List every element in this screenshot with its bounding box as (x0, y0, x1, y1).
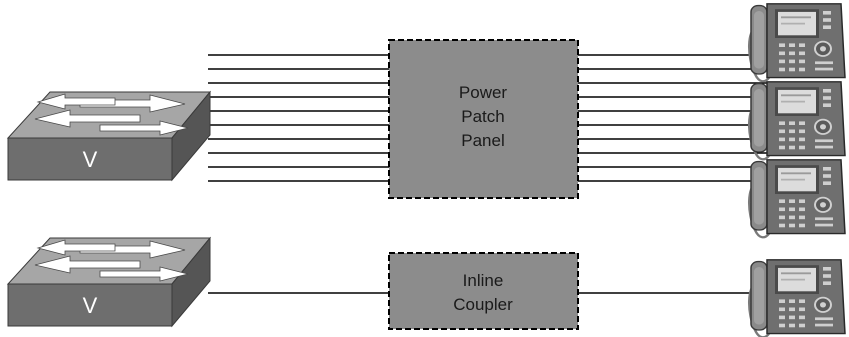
top-right-cable-bundle (578, 54, 770, 182)
power-patch-panel-line1: Power (459, 83, 508, 102)
ip-phone-icon (747, 2, 847, 83)
power-patch-panel-line2: Patch (461, 107, 504, 126)
power-patch-panel: Power Patch Panel (388, 39, 579, 199)
ip-phone-icon (747, 258, 847, 337)
switch-top-label: V (83, 147, 98, 172)
switch-icon: V (6, 236, 212, 328)
inline-coupler-line2: Coupler (453, 295, 513, 314)
inline-coupler: Inline Coupler (388, 252, 579, 330)
power-patch-panel-line3: Panel (461, 131, 504, 150)
switch-bottom-label: V (83, 293, 98, 318)
ip-phone-icon (747, 80, 847, 161)
top-left-cable-bundle (208, 54, 389, 182)
inline-coupler-line1: Inline (463, 271, 504, 290)
ip-phone-icon (747, 158, 847, 239)
switch-icon: V (6, 90, 212, 182)
